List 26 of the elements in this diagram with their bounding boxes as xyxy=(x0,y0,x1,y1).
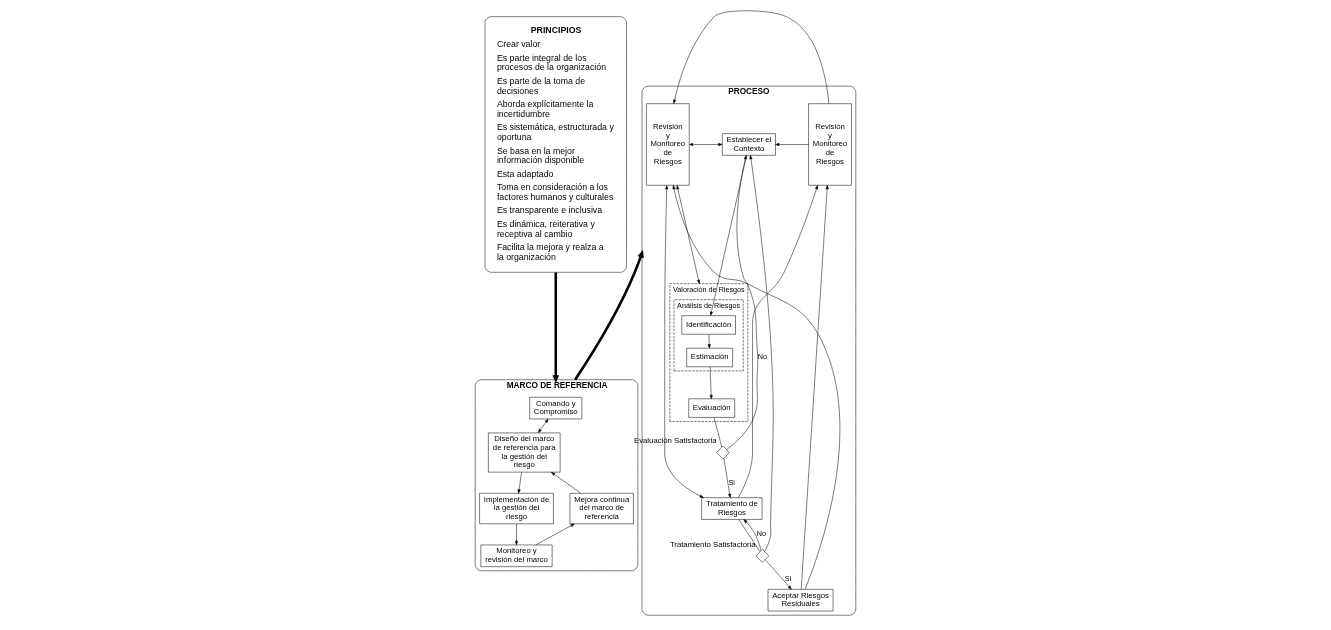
arrow xyxy=(535,523,575,546)
arrow xyxy=(517,472,522,494)
arrow xyxy=(552,272,560,383)
arrow xyxy=(574,250,644,381)
arrow xyxy=(664,185,704,498)
arrow xyxy=(749,155,774,552)
arrow xyxy=(764,559,792,590)
arrow xyxy=(743,519,762,551)
node-diamond xyxy=(755,549,770,563)
arrow xyxy=(551,472,582,494)
arrow xyxy=(676,185,701,284)
arrow xyxy=(672,185,841,590)
arrow xyxy=(723,458,732,498)
arrow xyxy=(800,185,829,590)
arrow xyxy=(709,155,747,316)
arrow xyxy=(689,142,723,146)
node-diamond xyxy=(716,445,730,460)
arrow xyxy=(673,10,830,104)
arrow xyxy=(707,334,711,349)
arrow xyxy=(775,142,809,146)
arrow xyxy=(515,523,519,546)
arrow xyxy=(726,155,758,450)
node-box: PRINCIPIOS Crear valor Es parte integral de los procesos de la organización Es parte de la toma de decisiones Aborda explícitamente la incertidumbre Es sistemática, estructurada y oportuna Se basa en la mejor información disponible Esta adaptado Toma en consideración a los factores humanos y culturales Es transparente e inclusiva Es dinámica, reiterativa y receptiva al cambio Facilita la mejora y realza a la organización xyxy=(484,16,627,273)
arrow xyxy=(738,185,818,498)
arrow xyxy=(537,418,549,434)
arrow xyxy=(709,366,713,400)
